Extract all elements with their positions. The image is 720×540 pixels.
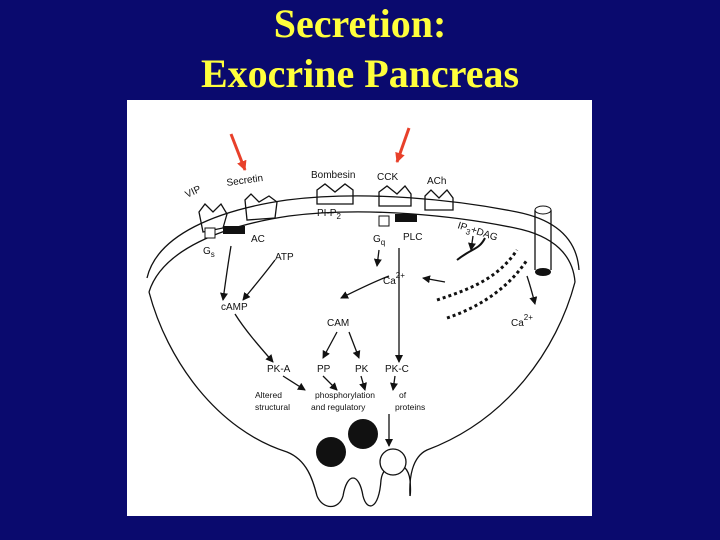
- secretory-vesicle: [379, 448, 407, 476]
- gs-box: [204, 227, 216, 239]
- arrow-gs-to-camp: [220, 245, 232, 301]
- ach-label: ACh: [427, 176, 446, 187]
- caption-line2-col2: and regulatory: [311, 402, 366, 412]
- arrow-pk-down: [359, 375, 367, 391]
- bombesin-label: Bombesin: [311, 170, 355, 181]
- ca-right-label: Ca2+: [511, 313, 533, 329]
- vip-label: VIP: [184, 184, 204, 201]
- ac-box: [223, 226, 245, 234]
- pip2-label: PI-P2: [317, 208, 341, 221]
- channel-top: [534, 205, 552, 215]
- cam-label: CAM: [327, 318, 349, 329]
- arrow-plc-to-ca: [373, 249, 382, 267]
- diagram-svg: VIP Secretin Bombesin CCK ACh PI-P2 Gs A…: [146, 127, 580, 508]
- arrow-pp-down: [322, 375, 338, 391]
- secretin-label: Secretin: [226, 173, 264, 189]
- caption-line2-col3: proteins: [395, 402, 425, 412]
- arrow-dag-to-er: [468, 235, 476, 251]
- pp-label: PP: [317, 364, 331, 375]
- cell-membrane-inner: [148, 211, 576, 293]
- red-arrow-secretin: [229, 133, 247, 171]
- er-membrane-1: [436, 249, 519, 302]
- bombesin-receptor-shape: [316, 183, 354, 205]
- ach-receptor-shape: [424, 189, 454, 211]
- cell-outline-left: [148, 291, 318, 497]
- arrow-camp-to-pka: [234, 313, 274, 363]
- arrow-cam-to-pk: [348, 331, 361, 359]
- gq-label: Gq: [373, 234, 385, 247]
- arrow-pka-down: [282, 375, 306, 391]
- pka-label: PK-A: [267, 364, 291, 375]
- zymogen-granule-1: [316, 437, 346, 467]
- arrow-pkc-down: [390, 375, 398, 391]
- cck-receptor-shape: [378, 185, 412, 207]
- cell-outline-right: [409, 281, 576, 497]
- arrow-ca-from-er: [422, 275, 446, 284]
- camp-label: cAMP: [221, 302, 248, 313]
- ca-top-label: Ca2+: [383, 271, 405, 287]
- gs-label: Gs: [203, 246, 215, 259]
- pkc-label: PK-C: [385, 364, 409, 375]
- channel-bottom: [535, 268, 551, 276]
- plc-label: PLC: [403, 232, 422, 243]
- red-arrow-cck: [395, 127, 411, 163]
- caption-line1-col2: phosphorylation: [315, 390, 375, 400]
- caption-line2-col1: structural: [255, 402, 290, 412]
- lumen-outline: [316, 463, 412, 508]
- plc-box: [395, 214, 417, 222]
- caption-line1-col3: of: [399, 390, 407, 400]
- caption-line1-col1: Altered: [255, 390, 282, 400]
- cck-label: CCK: [377, 172, 398, 183]
- pk-label: PK: [355, 364, 369, 375]
- atp-label: ATP: [275, 252, 294, 263]
- er-membrane-2: [446, 259, 529, 320]
- ac-label: AC: [251, 234, 265, 245]
- slide-title-line-1: Secretion:: [273, 1, 447, 46]
- calcium-channel-shape: [534, 210, 552, 270]
- arrow-ca-to-cam: [340, 275, 390, 299]
- zymogen-granule-2: [348, 419, 378, 449]
- secretin-receptor-shape: [244, 193, 278, 221]
- arrow-er-ca: [526, 275, 538, 305]
- arrow-cam-to-pp: [322, 331, 338, 359]
- slide-title-line-2: Exocrine Pancreas: [200, 51, 520, 96]
- pancreatic-acinar-cell-diagram: VIP Secretin Bombesin CCK ACh PI-P2 Gs A…: [127, 100, 592, 516]
- arrow-atp-to-camp: [242, 259, 276, 301]
- gq-box: [378, 215, 390, 227]
